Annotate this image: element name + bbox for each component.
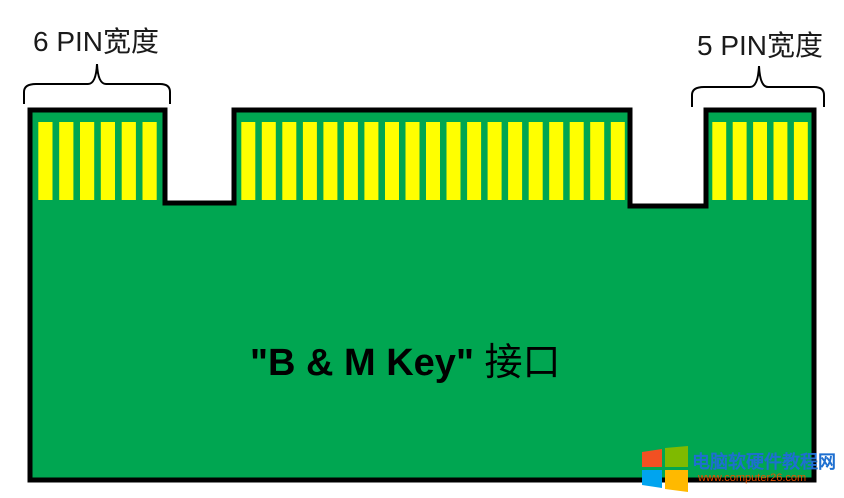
- pin-middle: [508, 122, 523, 200]
- pin-middle: [405, 122, 420, 200]
- pin-middle: [590, 122, 605, 200]
- pin-right: [732, 122, 747, 200]
- pin-middle: [610, 122, 625, 200]
- pin-left: [100, 122, 115, 200]
- left-width-brace: [23, 63, 171, 104]
- pin-middle: [549, 122, 564, 200]
- pin-middle: [446, 122, 461, 200]
- interface-text: 接口: [473, 342, 561, 384]
- pin-group-middle: [241, 122, 625, 200]
- pin-middle: [385, 122, 399, 200]
- pin-middle: [323, 122, 338, 200]
- pin-middle: [282, 122, 297, 200]
- pin-left: [38, 122, 53, 200]
- windows-logo-icon: [642, 446, 688, 492]
- pin-left: [59, 122, 74, 200]
- pin-middle: [241, 122, 256, 200]
- pin-middle: [569, 122, 584, 200]
- pin-middle: [261, 122, 276, 200]
- connector-type-label: "B & M Key" 接口: [250, 331, 561, 386]
- watermark-url: www.computer26.com: [698, 472, 807, 484]
- pin-left: [121, 122, 136, 200]
- watermark: 电脑软硬件教程网 www.computer26.com: [640, 446, 840, 492]
- pin-middle: [528, 122, 543, 200]
- pin-right: [712, 122, 727, 200]
- pin-group-right: [712, 122, 808, 200]
- left-width-label: 6 PIN宽度: [33, 26, 160, 57]
- right-width-brace: [691, 65, 825, 107]
- pin-right: [753, 122, 767, 200]
- watermark-title: 电脑软硬件教程网: [692, 452, 836, 472]
- pin-right: [773, 122, 788, 200]
- pin-middle: [343, 122, 358, 200]
- pin-group-left: [38, 122, 157, 200]
- pin-middle: [302, 122, 317, 200]
- pin-middle: [487, 122, 502, 200]
- pin-left: [142, 122, 157, 200]
- pin-middle: [364, 122, 379, 200]
- right-width-label: 5 PIN宽度: [697, 30, 824, 61]
- pin-middle: [467, 122, 482, 200]
- pin-middle: [426, 122, 440, 200]
- key-type-text: "B & M Key": [250, 342, 474, 384]
- pin-right: [793, 122, 808, 200]
- connector-board: [27, 107, 817, 483]
- pin-left: [80, 122, 95, 200]
